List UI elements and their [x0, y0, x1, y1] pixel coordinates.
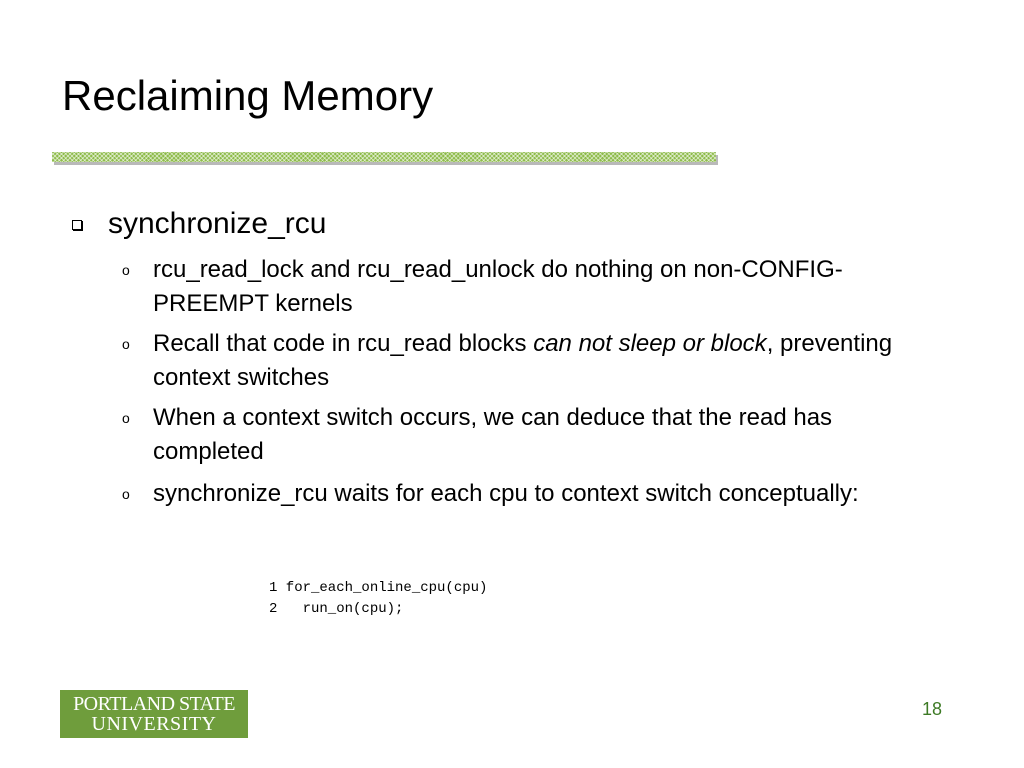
sub-bullet-text: rcu_read_lock and rcu_read_unlock do not…: [153, 256, 843, 317]
sub-bullet-text: Recall that code in rcu_read blocks can …: [153, 327, 913, 395]
sub-bullet-marker: o: [122, 486, 130, 502]
logo-line-2: UNIVERSITY: [91, 713, 217, 735]
sub-bullet-text: synchronize_rcu waits for each cpu to co…: [153, 480, 859, 507]
sub-bullet-text: When a context switch occurs, we can ded…: [153, 404, 833, 465]
page-number: 18: [922, 699, 943, 719]
slide-title: Reclaiming Memory: [62, 72, 434, 119]
code-line: 2 run_on(cpu);: [269, 601, 404, 617]
sub-bullet-emphasis: can not sleep or block: [533, 330, 767, 357]
code-block: 1 for_each_online_cpu(cpu) 2 run_on(cpu);: [269, 578, 487, 620]
code-line: 1 for_each_online_cpu(cpu): [269, 580, 488, 596]
sub-bullet-text-start: Recall that code in rcu_read blocks: [153, 330, 534, 357]
university-logo: PORTLAND STATE UNIVERSITY: [60, 690, 248, 738]
sub-bullet-marker: o: [122, 410, 130, 426]
logo-line-1: PORTLAND STATE: [73, 693, 235, 715]
sub-bullet-marker: o: [122, 336, 130, 352]
sub-bullet-marker: o: [122, 262, 130, 278]
bullet-text: synchronize_rcu: [108, 207, 327, 240]
title-divider-bar: [52, 152, 716, 162]
hollow-square-bullet-icon: [72, 220, 82, 230]
sub-bullet-text-end: , preventing context switches: [153, 330, 893, 391]
